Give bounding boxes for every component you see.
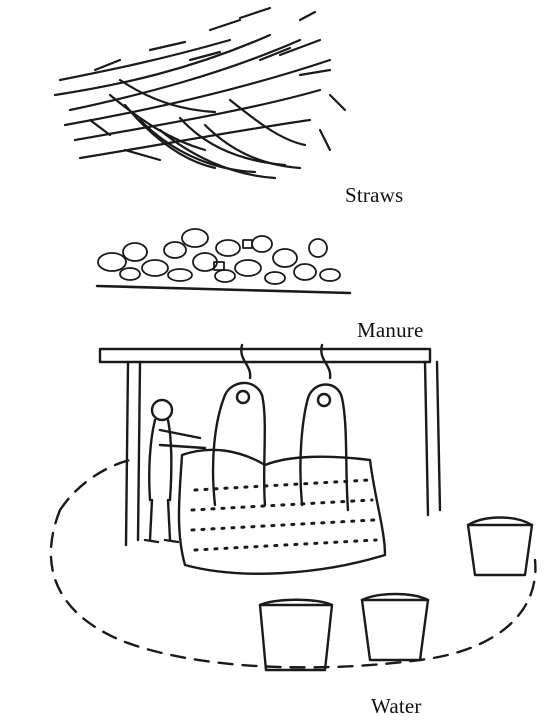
straws-label: Straws — [345, 183, 403, 208]
water-bucket — [260, 600, 332, 670]
water-bucket — [362, 594, 428, 660]
straws-illustration — [55, 8, 345, 178]
water-bucket — [468, 518, 532, 576]
manure-label: Manure — [357, 318, 424, 343]
compost-pit-illustration — [51, 345, 536, 670]
water-label: Water — [371, 694, 422, 719]
manure-illustration — [97, 229, 350, 293]
